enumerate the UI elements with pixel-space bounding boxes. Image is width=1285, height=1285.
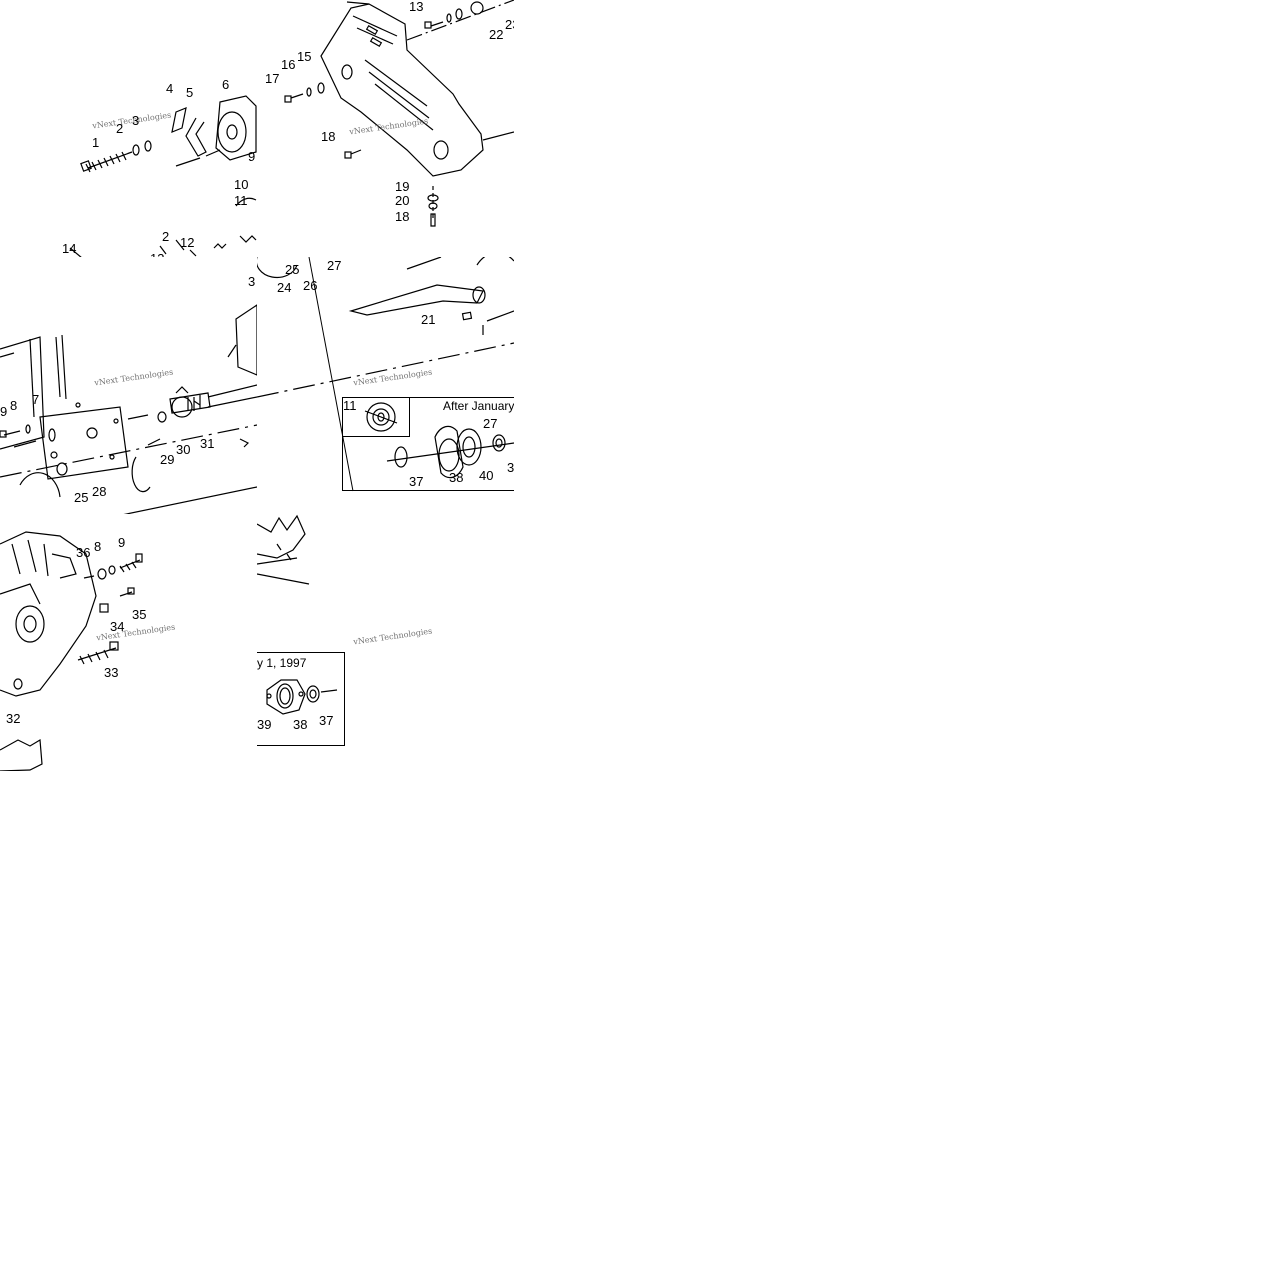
exploded-view-engine-plate bbox=[0, 304, 257, 514]
callout-label: 37 bbox=[319, 713, 334, 728]
callout-label: 8 bbox=[10, 398, 18, 413]
diagram-tile-center: After January vNext Technologies 25 27 2… bbox=[257, 257, 514, 514]
callout-label: 3 bbox=[507, 460, 514, 475]
callout-label: 19 bbox=[395, 179, 410, 194]
callout-label: 16 bbox=[281, 57, 296, 72]
diagram-tile-bottom-middle: y 1, 1997 vNext Technologies 39 38 37 bbox=[257, 514, 514, 771]
callout-label: 22 bbox=[489, 27, 504, 42]
exploded-view-bracket-bolts bbox=[69, 95, 257, 257]
callout-label: 38 bbox=[293, 717, 308, 732]
callout-label: 29 bbox=[160, 452, 175, 467]
exploded-view-chain-guard bbox=[284, 0, 514, 227]
callout-label: 8 bbox=[94, 539, 102, 554]
callout-label: 31 bbox=[200, 436, 215, 451]
callout-label: 13 bbox=[409, 0, 424, 14]
callout-label: 4 bbox=[166, 81, 174, 96]
callout-label: 15 bbox=[297, 49, 312, 64]
callout-label: 3 bbox=[248, 274, 256, 289]
callout-label: 5 bbox=[186, 85, 194, 100]
inset-title: y 1, 1997 bbox=[257, 656, 307, 670]
callout-label: 9 bbox=[118, 535, 126, 550]
callout-label: 21 bbox=[421, 312, 436, 327]
exploded-view-bearing-inset bbox=[257, 257, 514, 492]
callout-label: 24 bbox=[277, 280, 292, 295]
callout-label: 7 bbox=[32, 392, 40, 407]
callout-label: 17 bbox=[265, 71, 280, 86]
callout-label: 11 bbox=[343, 398, 357, 413]
callout-label: 27 bbox=[327, 258, 342, 273]
callout-label: 14 bbox=[62, 241, 77, 256]
callout-label: 9 bbox=[248, 149, 256, 164]
inset-frame-lower bbox=[257, 652, 345, 746]
exploded-view-before-inset bbox=[257, 514, 338, 715]
callout-label: 6 bbox=[222, 77, 230, 92]
diagram-tile-bottom-left: vNext Technologies 36 8 9 35 34 33 32 bbox=[0, 514, 257, 771]
callout-label: 27 bbox=[483, 416, 498, 431]
callout-label: 12 bbox=[180, 235, 195, 250]
diagram-tile-top-left: vNext Technologies 4 5 6 3 2 1 9 10 11 2… bbox=[0, 0, 257, 257]
callout-label: 38 bbox=[449, 470, 464, 485]
callout-label: 23 bbox=[505, 17, 514, 32]
callout-label: 10 bbox=[234, 177, 249, 192]
callout-label: 34 bbox=[110, 619, 125, 634]
callout-label: 18 bbox=[321, 129, 336, 144]
callout-label: 20 bbox=[395, 193, 410, 208]
callout-label: 39 bbox=[257, 717, 272, 732]
inset-frame bbox=[342, 397, 514, 491]
callout-label: 26 bbox=[303, 278, 318, 293]
callout-label: 25 bbox=[74, 490, 89, 505]
diagram-tile-top-middle: vNext Technologies 13 22 23 15 16 17 18 … bbox=[257, 0, 514, 257]
callout-label: 3 bbox=[132, 113, 140, 128]
callout-label: 35 bbox=[132, 607, 147, 622]
callout-label: 2 bbox=[116, 121, 124, 136]
diagram-tile-middle-left: vNext Technologies 9 8 7 25 28 29 30 31 … bbox=[0, 257, 257, 514]
inset-title: After January bbox=[443, 399, 514, 413]
callout-label: 11 bbox=[234, 193, 248, 208]
callout-label: 33 bbox=[104, 665, 119, 680]
exploded-view-engine-block bbox=[0, 531, 143, 771]
callout-label: 2 bbox=[162, 229, 170, 244]
callout-label: 40 bbox=[479, 468, 494, 483]
callout-label: 36 bbox=[76, 545, 91, 560]
callout-label: 13 bbox=[150, 252, 164, 257]
callout-label: 1 bbox=[92, 135, 100, 150]
callout-label: 9 bbox=[0, 404, 8, 419]
callout-label: 18 bbox=[395, 209, 410, 224]
callout-label: 28 bbox=[92, 484, 107, 499]
callout-label: 37 bbox=[409, 474, 424, 489]
callout-label: 30 bbox=[176, 442, 191, 457]
inset-detail-box bbox=[342, 397, 410, 437]
callout-label: 32 bbox=[6, 711, 21, 726]
callout-label: 25 bbox=[285, 262, 300, 277]
